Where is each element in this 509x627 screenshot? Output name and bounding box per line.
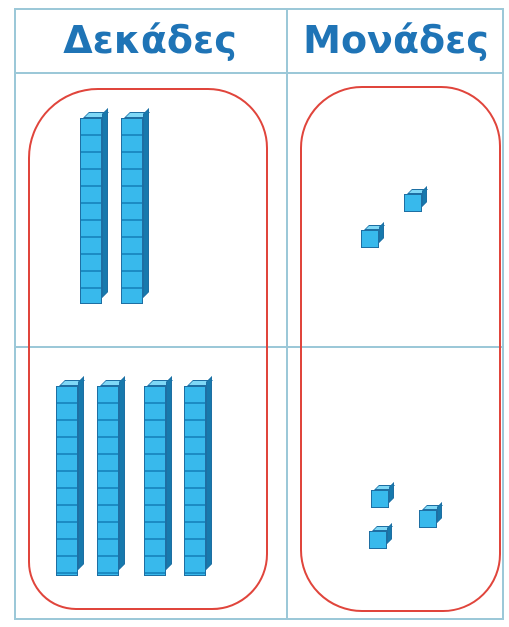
ten-rod (121, 118, 143, 304)
units-grouping-outline (300, 86, 501, 612)
table-left-border (14, 8, 16, 620)
ten-rod (80, 118, 102, 304)
header-divider (14, 72, 504, 74)
unit-cube (361, 230, 379, 248)
table-right-border (502, 8, 504, 620)
unit-cube (404, 194, 422, 212)
ten-rod (184, 386, 206, 576)
ten-rod (97, 386, 119, 576)
unit-cube (419, 510, 437, 528)
unit-cube (371, 490, 389, 508)
table-bottom-border (14, 618, 504, 620)
unit-cube (369, 531, 387, 549)
units-column-header: Μονάδες (290, 10, 502, 70)
column-divider (286, 8, 288, 620)
ten-rod (56, 386, 78, 576)
ten-rod (144, 386, 166, 576)
tens-column-header: Δεκάδες (14, 10, 286, 70)
